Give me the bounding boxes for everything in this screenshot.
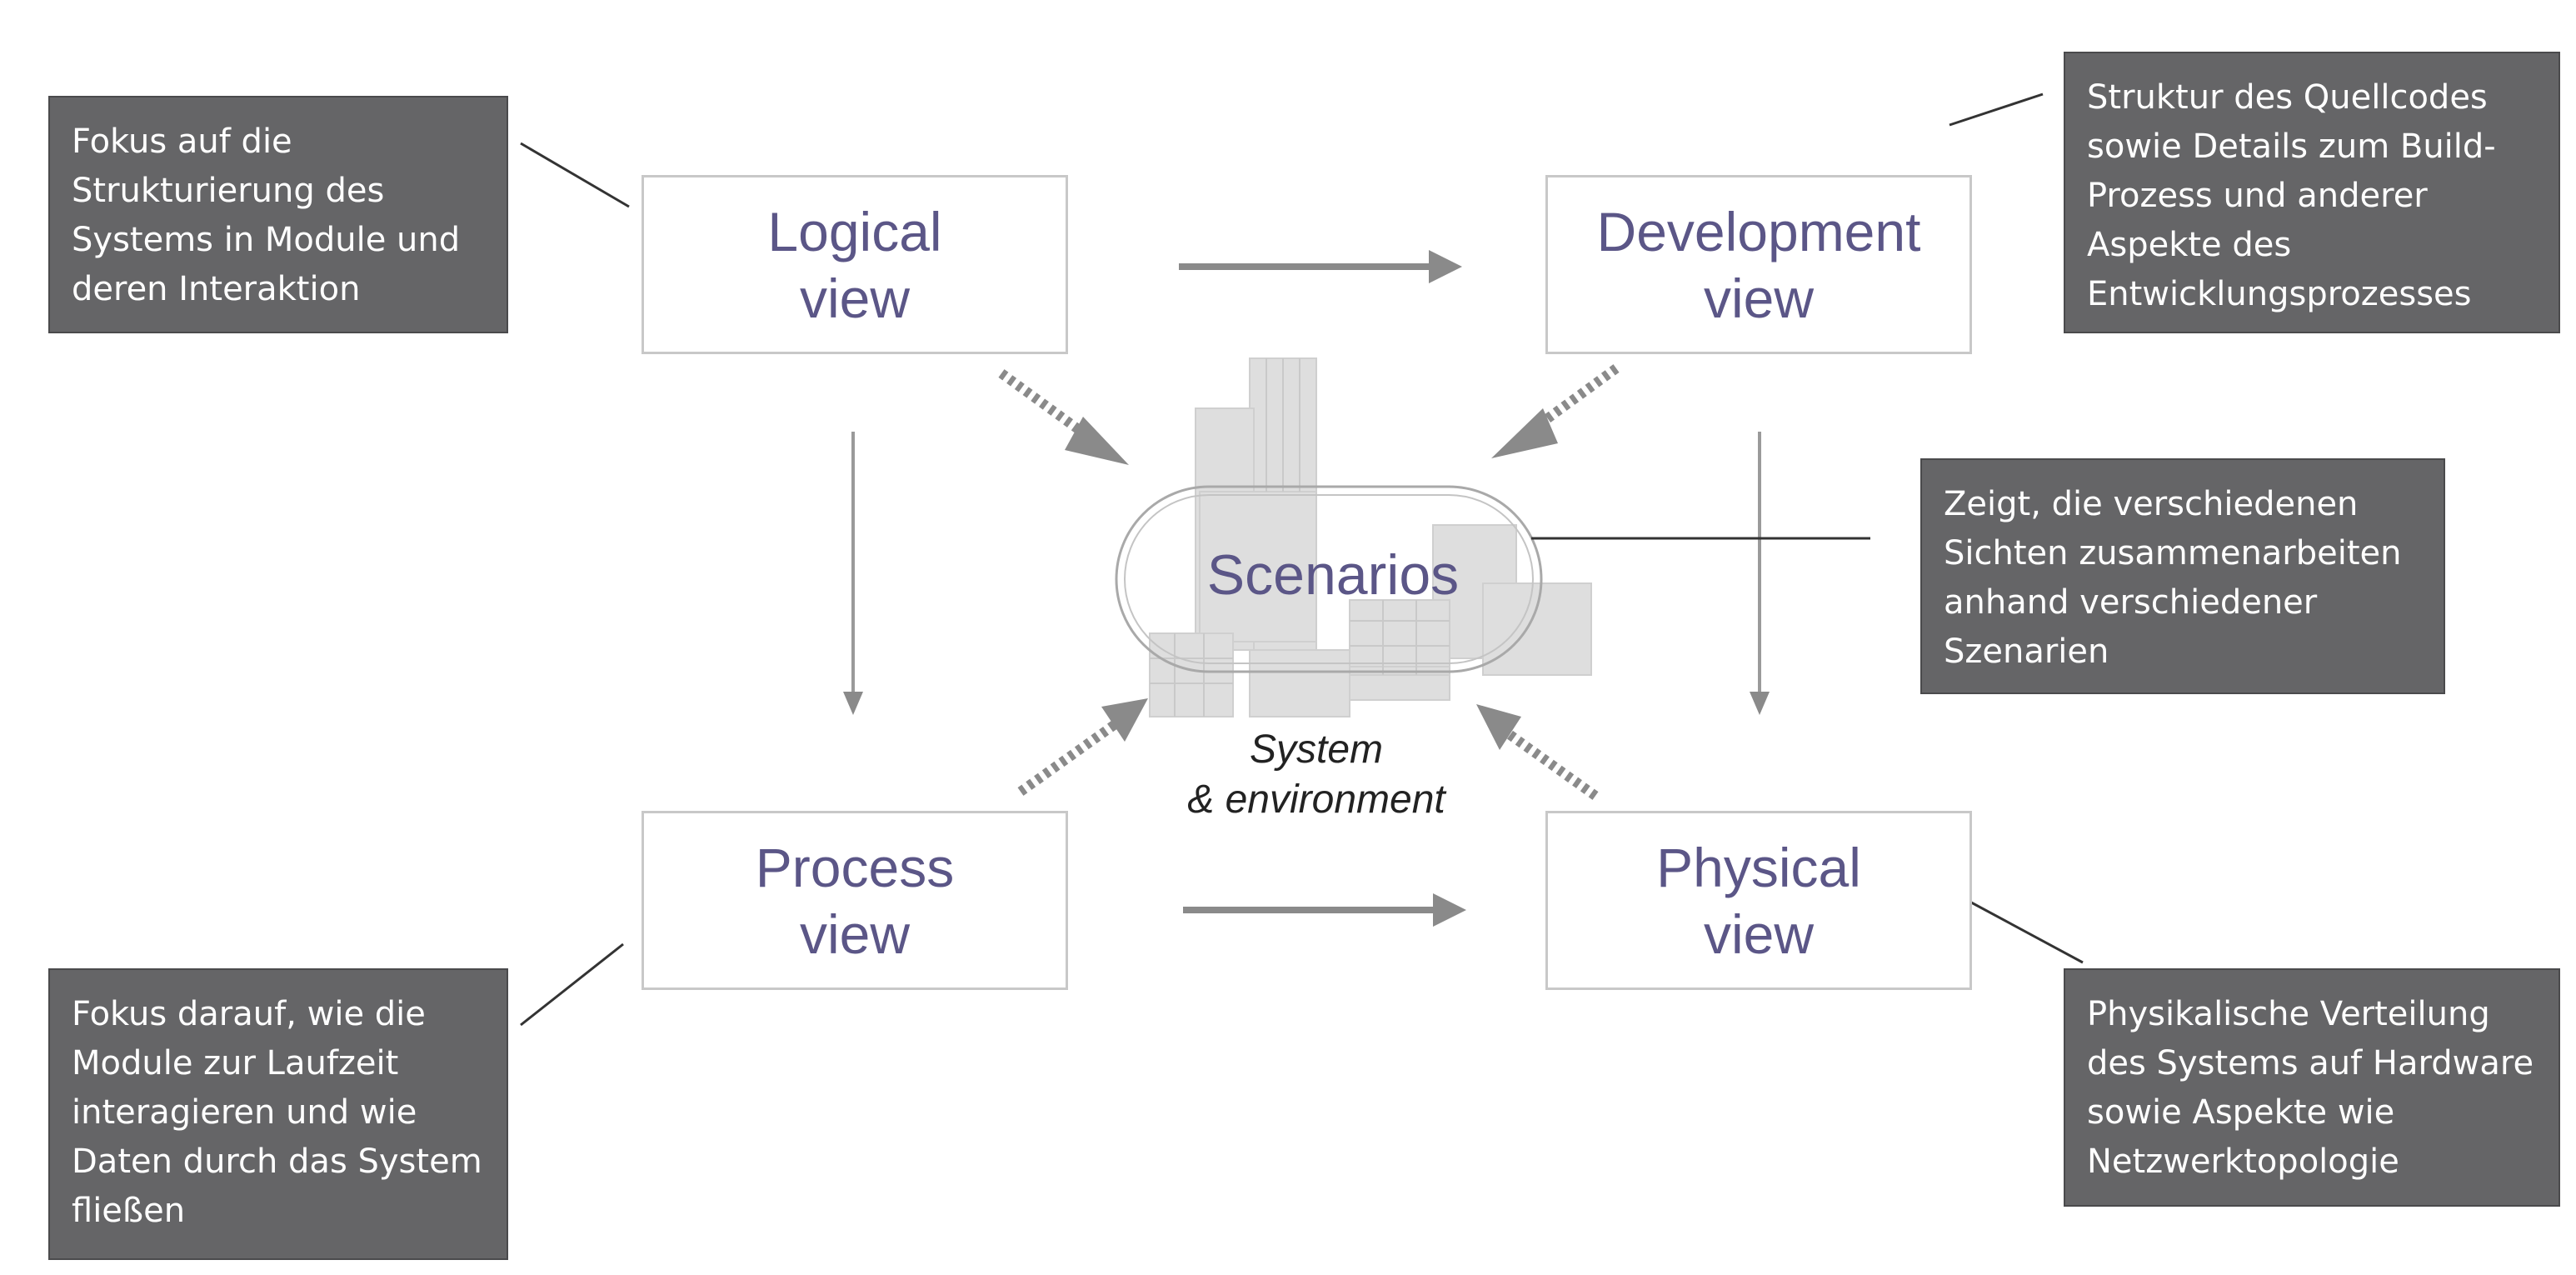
process-view-label: Process view [755, 836, 955, 965]
scenarios-pill-inner [1124, 494, 1534, 664]
arrow-process-to-physical [1183, 893, 1466, 927]
note-process: Fokus darauf, wie die Module zur Laufzei… [48, 968, 508, 1260]
callout-line-process [520, 942, 624, 1027]
logical-view-label: Logical view [767, 200, 942, 329]
dotted-arrow-logical [998, 369, 1129, 465]
note-logical: Fokus auf die Strukturierung des Systems… [48, 96, 508, 333]
note-development: Struktur des Quellcodes sowie Details zu… [2064, 52, 2560, 333]
callout-lines [520, 92, 2084, 1027]
note-scenarios: Zeigt, die verschiedenen Sichten zusamme… [1920, 458, 2445, 694]
physical-view-label: Physical view [1656, 836, 1861, 965]
callout-line-logical [520, 142, 630, 208]
process-view-box: Process view [642, 811, 1068, 990]
development-view-label: Development view [1596, 200, 1921, 329]
callout-line-physical [1950, 890, 2084, 964]
dotted-arrow-development [1491, 364, 1620, 458]
system-environment-label: System & environment [1187, 728, 1445, 822]
scenarios-label: Scenarios [1206, 543, 1460, 607]
logical-view-box: Logical view [642, 175, 1068, 354]
callout-line-development [1949, 92, 2044, 127]
arrow-development-to-physical [1750, 432, 1770, 715]
arrow-logical-to-process [843, 432, 863, 715]
dotted-arrow-process [1017, 698, 1148, 796]
arrow-logical-to-development [1179, 250, 1462, 283]
note-physical: Physikalische Verteilung des Systems auf… [2064, 968, 2560, 1207]
physical-view-box: Physical view [1545, 811, 1972, 990]
dotted-arrow-physical [1476, 704, 1599, 800]
scenarios-pill [1115, 485, 1543, 673]
building-illustration [1149, 358, 1592, 718]
building-grid-lines [1150, 358, 1450, 717]
development-view-box: Development view [1545, 175, 1972, 354]
